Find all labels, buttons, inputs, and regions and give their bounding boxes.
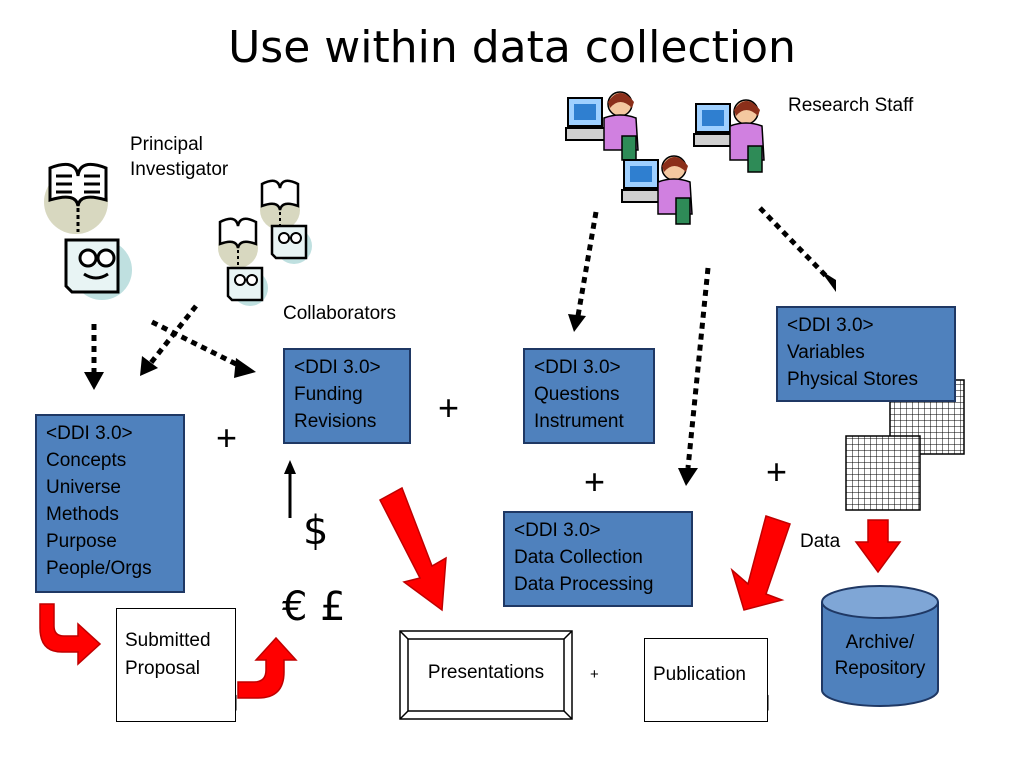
red-arrows bbox=[39, 486, 902, 699]
publication-document: Publication bbox=[644, 638, 768, 722]
submitted-proposal-document: Submitted Proposal bbox=[116, 608, 236, 722]
presentations-label: Presentations bbox=[427, 662, 545, 683]
ddi-questions-box: <DDI 3.0> Questions Instrument bbox=[523, 348, 655, 444]
arrowheads bbox=[84, 270, 836, 486]
plus-sign: + bbox=[766, 451, 788, 492]
page-title: Use within data collection bbox=[228, 22, 796, 73]
research-staff-icon bbox=[693, 99, 765, 173]
dollar-symbol: $ bbox=[303, 508, 329, 554]
plus-sign: + bbox=[584, 461, 606, 502]
ddi-variables-box: <DDI 3.0> Variables Physical Stores bbox=[776, 306, 956, 402]
principal-investigator-label: Principal Investigator bbox=[130, 134, 229, 180]
ddi-funding-box: <DDI 3.0> Funding Revisions bbox=[283, 348, 411, 444]
ddi-data-collection-box: <DDI 3.0> Data Collection Data Processin… bbox=[503, 511, 693, 607]
presentations-frame bbox=[399, 630, 573, 720]
archive-repository-label: Archive/ Repository bbox=[834, 632, 926, 679]
plus-sign: + bbox=[216, 417, 238, 458]
research-staff-label: Research Staff bbox=[788, 95, 914, 116]
principal-investigator-icon bbox=[44, 162, 132, 300]
euro-pound-symbol: € £ bbox=[282, 584, 346, 630]
research-staff-icon bbox=[565, 91, 639, 161]
plus-sign: + bbox=[438, 387, 460, 428]
data-grid-icon bbox=[845, 379, 965, 511]
collaborators-label: Collaborators bbox=[283, 303, 396, 324]
dotted-arrows bbox=[91, 206, 828, 469]
collaborator-icon bbox=[218, 217, 268, 306]
ddi-concepts-box: <DDI 3.0> Concepts Universe Methods Purp… bbox=[35, 414, 185, 593]
research-staff-icon bbox=[621, 155, 693, 225]
small-plus-sign: + bbox=[590, 666, 599, 683]
collaborator-icon bbox=[260, 179, 312, 264]
up-arrow bbox=[284, 460, 296, 518]
archive-cylinder bbox=[821, 585, 939, 707]
data-label: Data bbox=[800, 531, 841, 552]
